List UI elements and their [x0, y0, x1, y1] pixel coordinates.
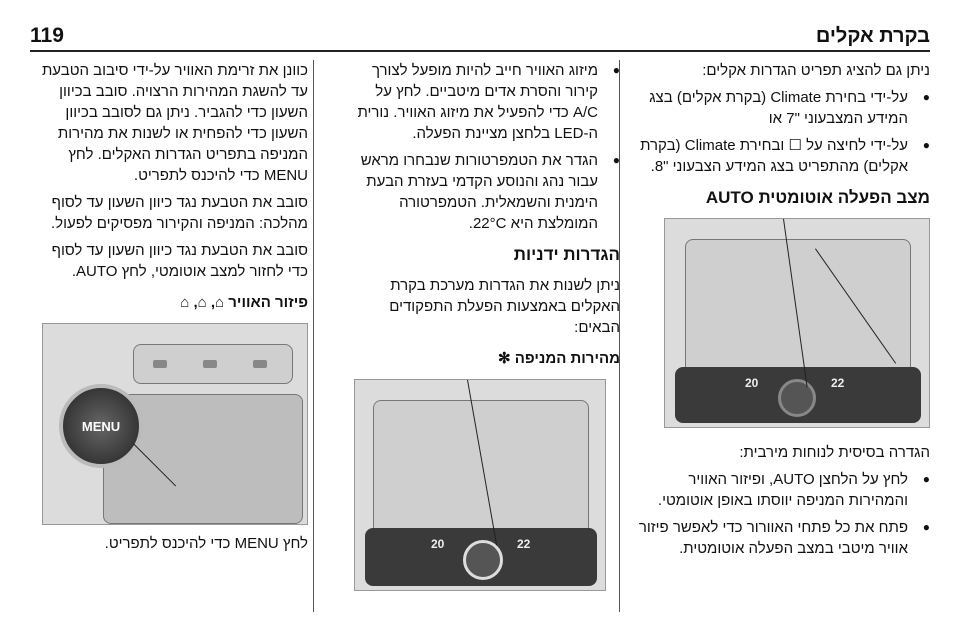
- menu-options-list: על-ידי בחירת Climate (בקרת אקלים) בצג המ…: [638, 87, 930, 177]
- page-number: 119: [30, 24, 64, 47]
- temp-right-display: 22: [831, 376, 845, 390]
- column-left: כוונן את זרימת האוויר על-ידי סיבוב הטבעת…: [36, 60, 308, 554]
- list-item: על-ידי לחיצה על ☐ ובחירת Climate (בקרת א…: [638, 135, 930, 177]
- climate-panel-figure-2: 20 22: [354, 379, 606, 591]
- temp-left-display: 20: [745, 376, 759, 390]
- column-divider: [619, 60, 620, 612]
- fan-speed-paragraph: כוונן את זרימת האוויר על-ידי סיבוב הטבעת…: [41, 62, 308, 184]
- menu-intro: ניתן גם להציג תפריט הגדרות אקלים:: [702, 62, 930, 79]
- temp-right-display: 22: [517, 537, 531, 551]
- list-item: פתח את כל פתחי האוורור כדי לאפשר פיזור א…: [638, 517, 930, 559]
- fan-speed-heading: מהירות המניפה ✻: [497, 350, 620, 367]
- column-right: ניתן גם להציג תפריט הגדרות אקלים: על-ידי…: [638, 60, 930, 565]
- air-distribution-heading: פיזור האוויר ⌂, ⌂, ⌂: [180, 294, 308, 311]
- menu-knob: MENU: [59, 384, 143, 468]
- vent-button: [253, 360, 267, 368]
- list-item: על-ידי בחירת Climate (בקרת אקלים) בצג המ…: [638, 87, 930, 129]
- list-item: מיזוג האוויר חייב להיות מופעל לצורך קירו…: [352, 60, 620, 144]
- fan-knob: [778, 379, 816, 417]
- vent-button: [153, 360, 167, 368]
- fan-off-paragraph: סובב את הטבעת נגד כיוון השעון עד לסוף מה…: [51, 194, 308, 232]
- list-item: הגדר את הטמפרטורות שנבחרו מראש עבור נהג …: [352, 150, 620, 234]
- basic-settings-list: לחץ על הלחצן AUTO, ופיזור האוויר והמהירו…: [638, 469, 930, 559]
- list-item: לחץ על הלחצן AUTO, ופיזור האוויר והמהירו…: [638, 469, 930, 511]
- basic-settings-intro: הגדרה בסיסית לנוחות מירבית:: [739, 444, 930, 461]
- climate-panel-figure-1: 20 22: [664, 218, 930, 428]
- fan-knob: [463, 540, 503, 580]
- ac-list: מיזוג האוויר חייב להיות מופעל לצורך קירו…: [352, 60, 620, 234]
- figure-caption: לחץ MENU כדי להיכנס לתפריט.: [104, 535, 308, 552]
- column-middle: מיזוג האוויר חייב להיות מופעל לצורך קירו…: [352, 60, 620, 591]
- auto-mode-heading: מצב הפעלה אוטומטית AUTO: [705, 188, 930, 207]
- temp-left-display: 20: [431, 537, 445, 551]
- page-title: בקרת אקלים: [815, 24, 930, 47]
- page-header: 119 בקרת אקלים: [30, 20, 930, 52]
- header-rule: [30, 50, 930, 52]
- climate-panel-figure-3: MENU: [42, 323, 308, 525]
- auto-return-paragraph: סובב את הטבעת נגד כיוון השעון עד לסוף כד…: [51, 242, 308, 280]
- column-divider: [313, 60, 314, 612]
- vent-button: [203, 360, 217, 368]
- manual-settings-text: ניתן לשנות את הגדרות מערכת בקרת האקלים ב…: [389, 277, 620, 336]
- manual-settings-heading: הגדרות ידניות: [513, 245, 620, 264]
